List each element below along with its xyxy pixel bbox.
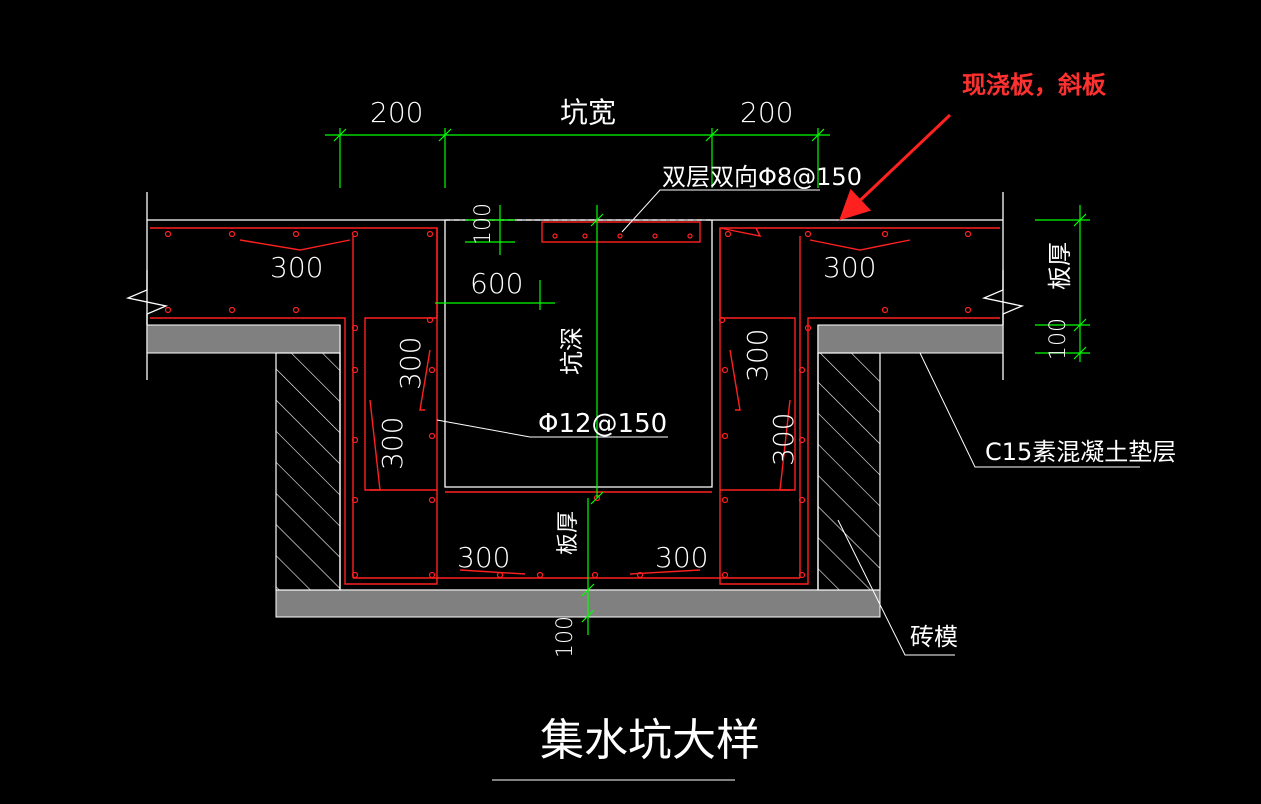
- annotation-arrow: [839, 113, 952, 221]
- dim-left-200: 200: [370, 96, 423, 129]
- rebar-top-label: 双层双向Φ8@150: [662, 163, 862, 191]
- rebar-dots: [164, 230, 972, 579]
- c15-bedding: [146, 324, 1004, 618]
- dim-right-200: 200: [740, 96, 793, 129]
- dimension-lines: [325, 128, 1090, 635]
- dim-slab-100: 100: [471, 203, 496, 245]
- lap-300-wall-right-2: 300: [767, 413, 800, 466]
- lap-300-top-left: 300: [270, 251, 323, 284]
- dim-slab-thk-bottom: 板厚: [556, 511, 581, 555]
- dim-cover-100-right: 100: [1046, 318, 1071, 360]
- lap-300-top-right: 300: [823, 251, 876, 284]
- drawing-title: 集水坑大样: [540, 715, 760, 766]
- lap-300-wall-left-1: 300: [394, 337, 427, 390]
- brick-form-label: 砖模: [910, 623, 958, 651]
- lap-300-wall-left-2: 300: [376, 417, 409, 470]
- dim-offset-600: 600: [470, 267, 523, 300]
- lap-300-wall-right-1: 300: [741, 329, 774, 382]
- dim-slab-thk-right: 板厚: [1046, 242, 1074, 290]
- lap-300-bottom-left: 300: [457, 541, 510, 574]
- dim-pit-depth: 坑深: [558, 327, 586, 375]
- annotation-label: 现浇板，斜板: [962, 71, 1107, 99]
- leader-lines: [436, 189, 1140, 781]
- rebar-main-label: Φ12@150: [538, 409, 667, 439]
- bedding-label: C15素混凝土垫层: [985, 438, 1176, 466]
- lap-300-bottom-right: 300: [655, 541, 708, 574]
- brick-form-walls: [275, 352, 881, 591]
- rebar: [150, 221, 1000, 585]
- dim-pit-width: 坑宽: [560, 96, 616, 129]
- dim-cover-100-bottom: 100: [553, 616, 578, 658]
